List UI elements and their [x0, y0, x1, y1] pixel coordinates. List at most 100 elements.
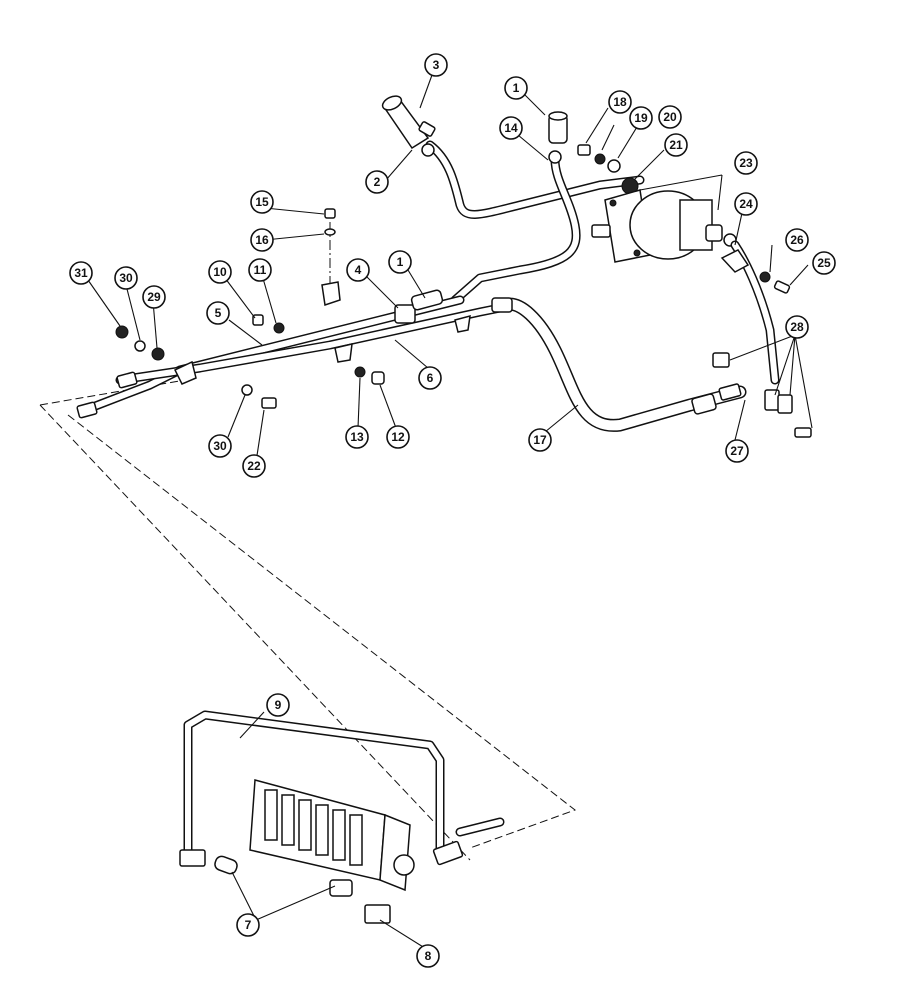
- svg-text:16: 16: [255, 233, 269, 247]
- callout-9: 9: [266, 693, 290, 717]
- callout-18: 18: [608, 90, 632, 114]
- callout-8: 8: [416, 944, 440, 968]
- hose-17: [498, 297, 747, 432]
- callout-27: 27: [725, 439, 749, 463]
- tube-6: [115, 303, 505, 385]
- bracket-left: [173, 360, 197, 385]
- callout-6: 6: [418, 366, 442, 390]
- leader-lines: [87, 74, 813, 951]
- svg-text:15: 15: [255, 195, 269, 209]
- svg-text:6: 6: [427, 371, 434, 385]
- callout-1-upper: 1: [504, 76, 528, 100]
- svg-text:8: 8: [425, 949, 432, 963]
- support-bracket: [321, 281, 341, 306]
- callout-12: 12: [386, 425, 410, 449]
- callout-13: 13: [345, 425, 369, 449]
- svg-text:1: 1: [513, 81, 520, 95]
- svg-text:27: 27: [730, 444, 744, 458]
- fitting-left-a: [116, 371, 138, 389]
- svg-text:31: 31: [74, 266, 88, 280]
- washer-30-bolt-22: [241, 384, 277, 409]
- callout-1-lower: 1: [388, 250, 412, 274]
- callout-21: 21: [664, 133, 688, 157]
- nut-12-washer-13: [354, 366, 385, 385]
- callout-30-upper: 30: [114, 266, 138, 290]
- svg-text:22: 22: [247, 459, 261, 473]
- callout-15: 15: [250, 190, 274, 214]
- svg-text:9: 9: [275, 698, 282, 712]
- svg-text:11: 11: [254, 263, 267, 277]
- callout-26: 26: [785, 228, 809, 252]
- svg-text:19: 19: [634, 111, 648, 125]
- callout-22: 22: [242, 454, 266, 478]
- callout-10: 10: [208, 260, 232, 284]
- svg-text:30: 30: [213, 439, 227, 453]
- callout-31: 31: [69, 261, 93, 285]
- fittings-18-21: [577, 144, 639, 195]
- svg-text:30: 30: [119, 271, 133, 285]
- svg-text:12: 12: [391, 430, 405, 444]
- callout-20: 20: [658, 105, 682, 129]
- callout-30-lower: 30: [208, 434, 232, 458]
- svg-text:4: 4: [355, 263, 362, 277]
- svg-text:25: 25: [817, 256, 831, 270]
- svg-text:21: 21: [669, 138, 683, 152]
- svg-text:29: 29: [147, 290, 161, 304]
- nuts-29-30-31: [115, 325, 165, 361]
- control-valve-bank: [249, 779, 415, 892]
- clamp-24: [720, 249, 750, 273]
- svg-text:3: 3: [433, 58, 440, 72]
- callout-19: 19: [629, 106, 653, 130]
- svg-text:10: 10: [213, 265, 227, 279]
- tube-3-upper: [425, 140, 645, 219]
- svg-text:13: 13: [350, 430, 364, 444]
- clamp-4: [394, 304, 416, 324]
- callout-11: 11: [248, 258, 272, 282]
- sleeve-1-lower: [410, 289, 444, 311]
- callout-23: 23: [734, 151, 758, 175]
- svg-text:1: 1: [397, 255, 404, 269]
- svg-text:28: 28: [790, 320, 804, 334]
- sleeve-1-upper: [548, 111, 568, 144]
- callout-17: 17: [528, 428, 552, 452]
- svg-text:26: 26: [790, 233, 804, 247]
- callout-24: 24: [734, 192, 758, 216]
- hose-17-fitting-a: [491, 297, 513, 313]
- tube-14: [450, 155, 581, 305]
- fitting-14-end: [548, 150, 562, 164]
- callout-3: 3: [424, 53, 448, 77]
- callout-16: 16: [250, 228, 274, 252]
- svg-text:23: 23: [739, 156, 753, 170]
- tube-to-valve: [455, 817, 505, 837]
- callout-7: 7: [236, 913, 260, 937]
- callout-28: 28: [785, 315, 809, 339]
- bracket-right: [454, 314, 471, 333]
- svg-text:17: 17: [533, 433, 547, 447]
- svg-text:2: 2: [374, 175, 381, 189]
- routing-line: [39, 379, 577, 861]
- hose-17-fitting-b: [691, 393, 717, 415]
- callout-25: 25: [812, 251, 836, 275]
- hose-end-3: [381, 95, 436, 157]
- callout-14: 14: [499, 116, 523, 140]
- callout-29: 29: [142, 285, 166, 309]
- hydraulic-motor: [591, 189, 737, 263]
- svg-text:14: 14: [504, 121, 518, 135]
- svg-text:7: 7: [245, 918, 252, 932]
- bolt-15-washer-16: [324, 208, 336, 236]
- svg-text:18: 18: [613, 95, 627, 109]
- callout-2: 2: [365, 170, 389, 194]
- svg-text:5: 5: [215, 306, 222, 320]
- callout-4: 4: [346, 258, 370, 282]
- bolt-10-nut-11: [252, 314, 285, 334]
- fitting-left-b: [76, 401, 98, 419]
- bolt-25-26: [759, 271, 791, 294]
- fitting-27: [718, 383, 742, 401]
- bracket-mid: [334, 343, 353, 363]
- tube-9: [183, 710, 445, 865]
- svg-text:20: 20: [663, 110, 677, 124]
- valve-fittings: [179, 840, 464, 924]
- svg-text:24: 24: [739, 197, 753, 211]
